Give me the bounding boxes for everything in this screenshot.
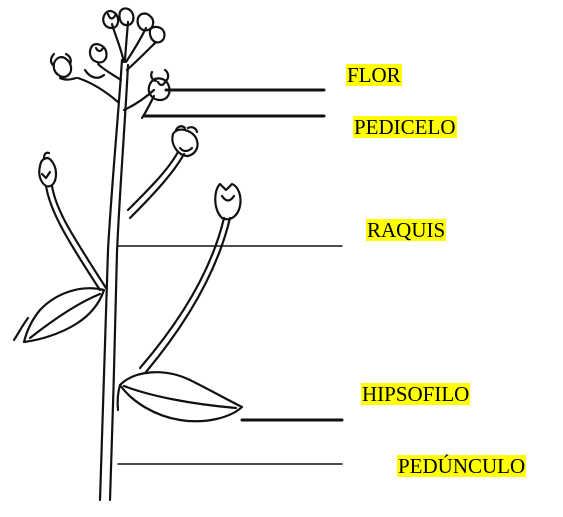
label-hipsofilo: HIPSOFILO: [361, 383, 470, 405]
upper-leaf: [14, 288, 104, 342]
left-flower: [39, 153, 106, 290]
main-axis: [100, 60, 128, 500]
top-pedicels: [78, 22, 156, 110]
label-raquis: RAQUIS: [366, 219, 446, 241]
right-flower: [140, 184, 241, 372]
upper-flower: [142, 70, 170, 118]
lower-leaf: [118, 372, 242, 421]
label-pedunculo: PEDÚNCULO: [397, 455, 526, 477]
label-flor: FLOR: [346, 64, 402, 86]
middle-flower: [128, 126, 198, 218]
top-flower-cluster: [51, 8, 164, 79]
label-pedicelo: PEDICELO: [353, 116, 457, 138]
